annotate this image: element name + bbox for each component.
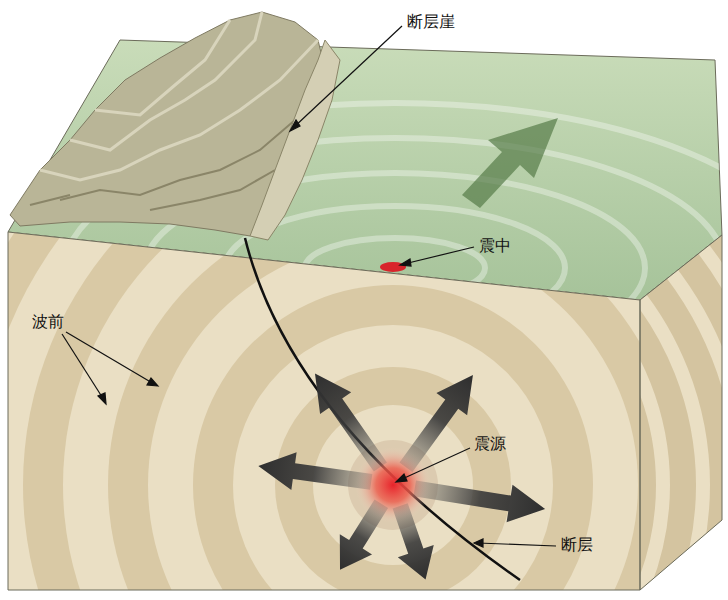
- epicenter-label: 震中: [477, 236, 513, 255]
- fault-label: 断层: [559, 535, 595, 554]
- fault-line: [245, 238, 520, 580]
- wavefront-label: 波前: [30, 312, 66, 331]
- mountains: [10, 12, 340, 240]
- wave-arrows: [256, 363, 548, 586]
- side-wavefronts: [3, 95, 728, 600]
- leader-lines: [62, 26, 556, 547]
- scarp-label: 断层崖: [405, 12, 457, 31]
- motion-arrow: [462, 118, 558, 208]
- focus-label: 震源: [472, 434, 508, 453]
